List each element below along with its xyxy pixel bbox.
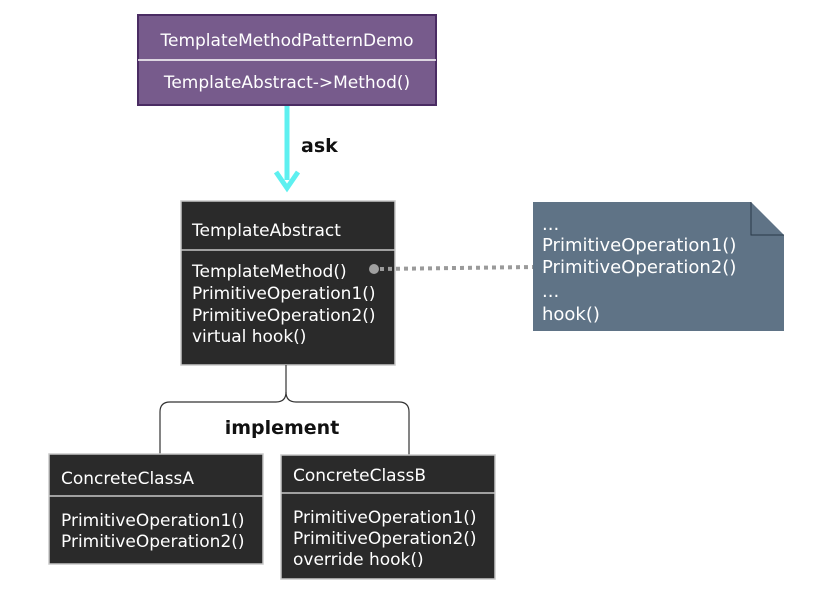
concrete-class-a-body (48, 453, 264, 565)
ask-arrow (273, 106, 301, 193)
template-abstract-class: TemplateAbstract TemplateMethod() Primit… (180, 200, 396, 366)
concrete-class-a-method: PrimitiveOperation1() (61, 511, 245, 531)
concrete-class-b-method: PrimitiveOperation1() (293, 508, 477, 528)
template-abstract-method: PrimitiveOperation2() (192, 306, 376, 326)
concrete-class-a-title: ConcreteClassA (61, 469, 194, 489)
implement-line-a (159, 365, 287, 454)
template-abstract-method: TemplateMethod() (191, 262, 347, 282)
ask-arrow-head (273, 170, 301, 193)
implement-label: implement (225, 417, 340, 439)
concrete-class-b-method: override hook() (293, 550, 424, 570)
ask-label: ask (301, 135, 338, 157)
note-line: ... (542, 281, 559, 302)
code-note: ... PrimitiveOperation1() PrimitiveOpera… (533, 202, 784, 331)
template-abstract-title: TemplateAbstract (191, 221, 341, 241)
note-fold (750, 202, 784, 236)
implement-line-b (285, 391, 410, 455)
concrete-class-b: ConcreteClassB PrimitiveOperation1() Pri… (280, 454, 496, 580)
note-connector-line (379, 265, 534, 271)
template-abstract-method: PrimitiveOperation1() (192, 284, 376, 304)
note-connector (369, 264, 534, 274)
demo-class-title: TemplateMethodPatternDemo (160, 31, 414, 51)
concrete-class-b-method: PrimitiveOperation2() (293, 529, 477, 549)
note-connector-dot (369, 264, 379, 274)
note-line: PrimitiveOperation2() (542, 257, 736, 278)
note-line: ... (542, 214, 559, 235)
concrete-class-a-method: PrimitiveOperation2() (61, 532, 245, 552)
template-abstract-method: virtual hook() (192, 327, 306, 347)
note-line: PrimitiveOperation1() (542, 235, 736, 256)
implement-connector (159, 365, 410, 455)
concrete-class-a: ConcreteClassA PrimitiveOperation1() Pri… (48, 453, 264, 565)
demo-class-method: TemplateAbstract->Method() (163, 73, 410, 93)
note-line: hook() (542, 304, 600, 325)
demo-class-box: TemplateMethodPatternDemo TemplateAbstra… (137, 14, 437, 106)
note-body (533, 202, 784, 331)
concrete-class-b-body (280, 454, 496, 580)
concrete-class-b-title: ConcreteClassB (293, 466, 426, 486)
template-abstract-body (180, 200, 396, 366)
